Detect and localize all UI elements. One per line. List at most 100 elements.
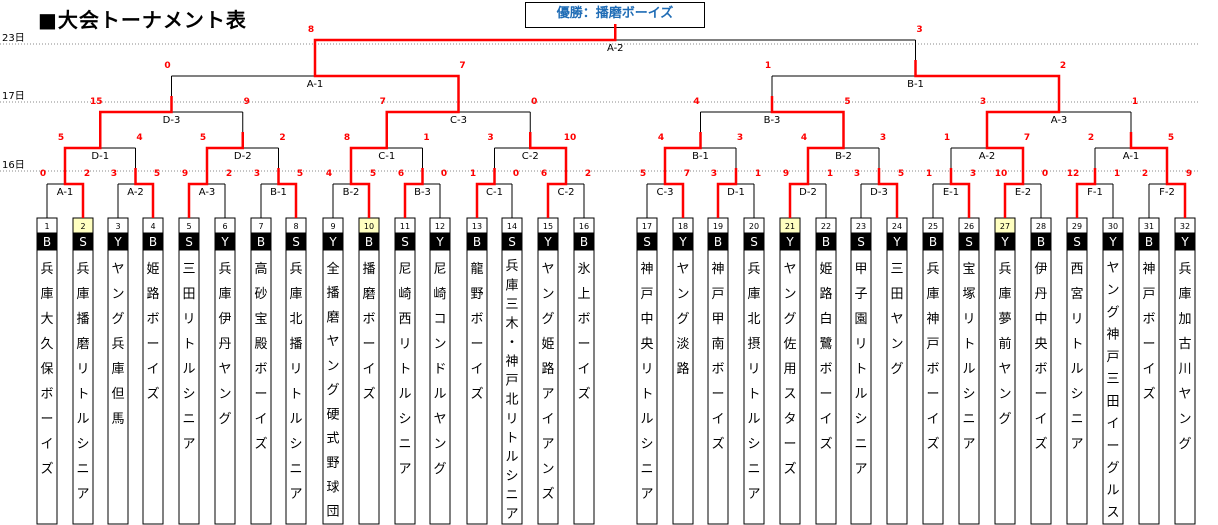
round2-match-label: A-1 (1123, 151, 1140, 162)
team-name-char: ズ (926, 436, 939, 452)
team-number: 27 (1000, 222, 1010, 231)
team-name-char: 兵 (1178, 262, 1191, 277)
team-name-char: ニ (640, 462, 653, 477)
round2-match-score: 2 (1088, 133, 1094, 143)
round1-match-score: 7 (684, 169, 690, 179)
team-name-char: 播 (76, 312, 89, 327)
team-name-char: ボ (1034, 362, 1047, 377)
team-name-char: ー (819, 387, 832, 402)
team-name-char: イ (577, 362, 590, 377)
team-name-char: 姫 (146, 262, 159, 277)
team-name-char: ル (747, 412, 760, 427)
team-name-char: ル (76, 412, 89, 427)
team-name-cell (958, 249, 980, 525)
team-name-char: 淡 (676, 337, 689, 352)
team-name-char: ト (854, 362, 867, 377)
round1-match-score: 5 (370, 169, 376, 179)
round1-match-score: 3 (970, 169, 976, 179)
team-name-char: ズ (146, 386, 159, 402)
team-name-char: ト (962, 337, 975, 352)
round1-match-score: 1 (470, 169, 476, 179)
team-name-char: 兵 (111, 337, 124, 352)
team-name-char: 央 (1034, 337, 1047, 352)
round2-match-score: 3 (880, 133, 886, 143)
team-name-char: 砂 (254, 287, 267, 302)
team-name-char: ボ (40, 387, 53, 402)
team-name-char: 路 (676, 361, 689, 377)
team-name-char: シ (505, 469, 518, 484)
team-name-char: 神 (926, 312, 939, 327)
team-number: 32 (1180, 222, 1190, 231)
team-number: 15 (543, 222, 553, 231)
team-name-char: ボ (1142, 312, 1155, 327)
team-name-char: ル (182, 362, 195, 377)
round3-match-label: B-3 (764, 115, 781, 126)
round1-match-score: 1 (926, 169, 932, 179)
team-name-cell (707, 249, 729, 525)
league-letter: S (857, 235, 865, 249)
team-number: 6 (222, 222, 227, 231)
round1-match-winner-path (788, 168, 810, 218)
round1-match-label: A-2 (127, 187, 144, 198)
team-name-char: 西 (398, 312, 411, 327)
team-name-char: 加 (1178, 312, 1191, 327)
league-letter: Y (1180, 235, 1189, 249)
team-name-char: リ (962, 312, 975, 327)
round2-match-score: 7 (1024, 133, 1030, 143)
team-name-char: ヤ (111, 262, 124, 277)
team-number: 22 (821, 222, 831, 231)
team-name-char: リ (1070, 312, 1083, 327)
team-name-char: 園 (854, 312, 867, 327)
round3-match-score: 3 (980, 97, 986, 107)
team-name-char: 神 (1106, 328, 1119, 343)
round2-match-score: 2 (279, 133, 285, 143)
team-name-cell (1102, 249, 1124, 525)
team-name-char: リ (398, 337, 411, 352)
round1-match-score: 5 (154, 169, 160, 179)
team-name-char: ニ (76, 462, 89, 477)
round1-match-winner-path (134, 168, 155, 218)
team-name-char: ト (289, 387, 302, 402)
team-name-char: 前 (998, 336, 1011, 352)
team-name-char: シ (1070, 387, 1083, 402)
team-name-char: ズ (1142, 386, 1155, 402)
round1-match-winner-path (63, 168, 85, 218)
date-label: 17日 (2, 91, 25, 102)
round2-match-label: A-2 (979, 151, 996, 162)
round1-match-score: 6 (541, 169, 547, 179)
team-name-char: シ (398, 412, 411, 427)
team-number: 19 (713, 222, 723, 231)
team-name-char: 尼 (433, 262, 446, 277)
team-name-cell (922, 249, 944, 525)
team-name-char: 兵 (998, 262, 1011, 277)
team-number: 25 (928, 222, 938, 231)
team-name-char: 兵 (505, 259, 518, 274)
team-name-char: 白 (819, 311, 832, 327)
round1-match-winner-path (716, 168, 738, 218)
team-name-char: ー (926, 387, 939, 402)
round1-match-label: A-1 (57, 187, 74, 198)
team-name-char: 神 (711, 262, 724, 277)
team-name-char: ボ (254, 362, 267, 377)
team-name-char: グ (676, 312, 689, 327)
league-letter: S (292, 235, 300, 249)
date-label: 23日 (2, 33, 25, 44)
team-name-char: 庫 (289, 287, 302, 302)
league-letter: Y (785, 235, 794, 249)
team-number: 28 (1036, 222, 1046, 231)
league-letter: Y (113, 235, 122, 249)
round1-match-label: B-1 (270, 187, 287, 198)
round1-match-score: 9 (1186, 169, 1192, 179)
team-name-char: ボ (926, 362, 939, 377)
round4-match-score: 7 (459, 61, 465, 71)
round1-match-label: D-1 (727, 187, 745, 198)
team-name-char: 庫 (1178, 287, 1191, 302)
team-name-char: ル (854, 387, 867, 402)
team-name-char: グ (326, 383, 339, 398)
team-name-char: 路 (819, 286, 832, 302)
team-name-char: ト (505, 431, 518, 446)
team-name-char: 鷺 (819, 336, 832, 352)
team-name-char: シ (289, 437, 302, 452)
team-name-char: 三 (890, 262, 903, 277)
team-name-char: 中 (640, 312, 653, 327)
